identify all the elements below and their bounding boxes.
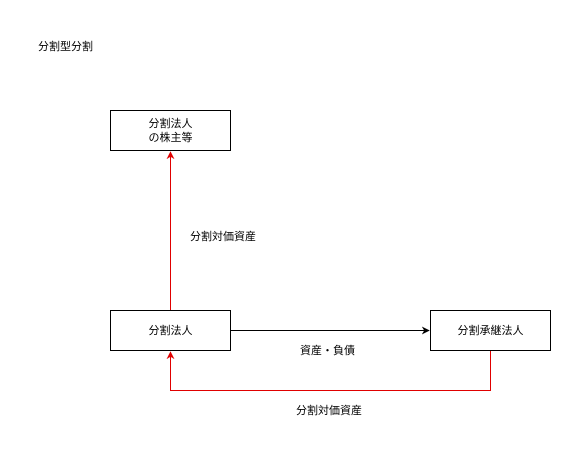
edge-label-successor-to-split: 分割対価資産 xyxy=(296,404,362,417)
node-successor-company-label: 分割承継法人 xyxy=(457,323,524,337)
node-split-company-label: 分割法人 xyxy=(148,323,193,337)
diagram-heading: 分割型分割 xyxy=(38,40,93,53)
node-shareholders-line2: の株主等 xyxy=(148,130,193,144)
edge-label-split-to-shareholders: 分割対価資産 xyxy=(190,230,256,243)
node-shareholders-line1: 分割法人 xyxy=(148,116,193,130)
node-successor-company[interactable]: 分割承継法人 xyxy=(430,310,551,351)
edge-label-split-to-successor: 資産・負債 xyxy=(300,344,355,357)
node-split-company[interactable]: 分割法人 xyxy=(110,310,231,351)
node-shareholders[interactable]: 分割法人 の株主等 xyxy=(110,110,231,151)
edge-successor-to-split xyxy=(166,351,491,391)
